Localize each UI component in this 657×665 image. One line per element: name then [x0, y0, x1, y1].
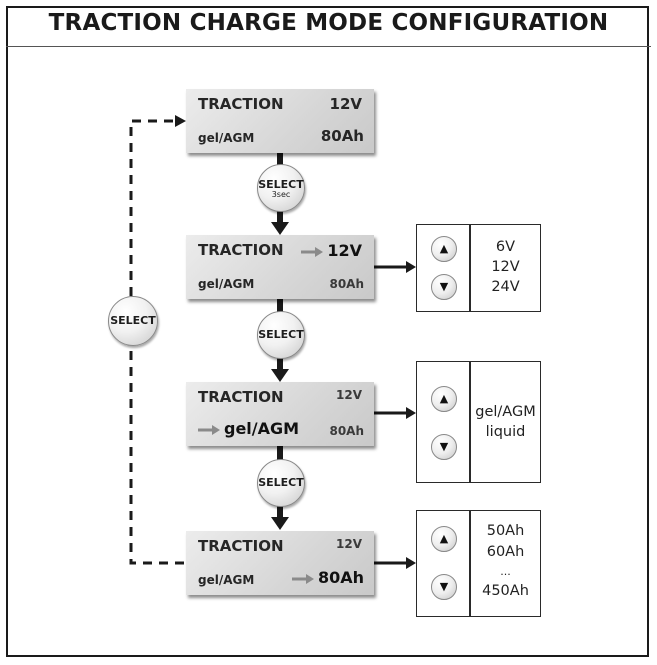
down-arrow-icon[interactable]: ▼ — [431, 434, 457, 460]
mode-label: TRACTION — [198, 95, 284, 113]
capacity-value: 80Ah — [329, 277, 364, 291]
select-button-loop[interactable]: SELECT — [108, 296, 158, 346]
battery-type-text: gel/AGM — [224, 419, 300, 438]
up-arrow-icon[interactable]: ▲ — [431, 526, 457, 552]
up-arrow-icon[interactable]: ▲ — [431, 236, 457, 262]
options-divider — [469, 362, 471, 482]
mode-label: TRACTION — [198, 537, 284, 555]
select-button-label: SELECT — [258, 178, 304, 191]
diagram-frame — [6, 6, 649, 657]
select-3sec-button[interactable]: SELECT 3sec — [257, 164, 305, 212]
select-button-label: SELECT — [258, 476, 304, 489]
capacity-value-selected: 80Ah — [291, 568, 364, 587]
battery-type-value: gel/AGM — [198, 131, 255, 145]
down-arrow-icon[interactable]: ▼ — [431, 574, 457, 600]
select-button-label: SELECT — [110, 314, 156, 327]
selection-arrow-icon — [291, 573, 314, 584]
battery-type-value: gel/AGM — [198, 573, 255, 587]
select-button[interactable]: SELECT — [257, 459, 305, 507]
battery-type-option-list: gel/AGM liquid — [471, 402, 540, 442]
selection-arrow-icon — [198, 424, 220, 435]
down-arrow-icon[interactable]: ▼ — [431, 274, 457, 300]
option-item: 12V — [491, 259, 520, 275]
voltage-value: 12V — [336, 537, 362, 551]
option-item: liquid — [485, 424, 526, 440]
select-button[interactable]: SELECT — [257, 311, 305, 359]
up-arrow-icon[interactable]: ▲ — [431, 386, 457, 412]
battery-type-value: gel/AGM — [198, 277, 255, 291]
display-panel-battery: TRACTION 12V gel/AGM 80Ah — [186, 382, 374, 446]
voltage-option-list: 6V 12V 24V — [471, 237, 540, 297]
display-panel-capacity: TRACTION 12V gel/AGM 80Ah — [186, 531, 374, 595]
capacity-value: 80Ah — [329, 424, 364, 438]
mode-label: TRACTION — [198, 388, 284, 406]
voltage-value: 12V — [336, 388, 362, 402]
option-item: 450Ah — [482, 583, 529, 599]
voltage-value: 12V — [329, 95, 362, 113]
option-item: 50Ah — [486, 523, 525, 539]
battery-type-options-box: ▲ ▼ gel/AGM liquid — [416, 361, 541, 483]
capacity-value: 80Ah — [320, 127, 364, 145]
mode-label: TRACTION — [198, 241, 284, 259]
select-hold-duration: 3sec — [271, 190, 291, 199]
option-item: gel/AGM — [475, 404, 536, 420]
voltage-value-selected: 12V — [301, 241, 362, 260]
option-item: 6V — [495, 239, 516, 255]
title-divider — [6, 46, 651, 47]
voltage-options-box: ▲ ▼ 6V 12V 24V — [416, 224, 541, 312]
capacity-option-list: 50Ah 60Ah ... 450Ah — [471, 521, 540, 602]
option-item: 60Ah — [486, 544, 525, 560]
page-title: TRACTION CHARGE MODE CONFIGURATION — [48, 10, 609, 36]
select-button-label: SELECT — [258, 328, 304, 341]
capacity-options-box: ▲ ▼ 50Ah 60Ah ... 450Ah — [416, 510, 541, 617]
voltage-text: 12V — [327, 241, 362, 260]
selection-arrow-icon — [301, 246, 324, 257]
options-divider — [469, 225, 471, 311]
option-item: 24V — [491, 279, 520, 295]
display-panel-initial: TRACTION 12V gel/AGM 80Ah — [186, 89, 374, 153]
display-panel-voltage: TRACTION 12V gel/AGM 80Ah — [186, 235, 374, 299]
battery-type-value-selected: gel/AGM — [198, 419, 299, 438]
option-item: ... — [500, 565, 511, 578]
options-divider — [469, 511, 471, 616]
capacity-text: 80Ah — [317, 568, 364, 587]
